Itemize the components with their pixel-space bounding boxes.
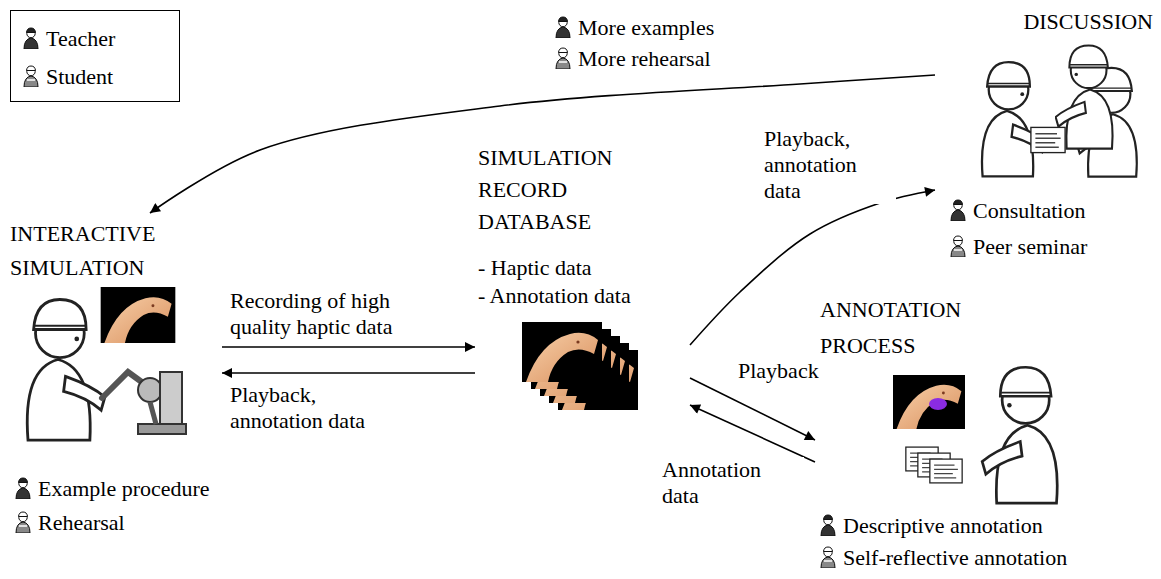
record-stack xyxy=(522,322,638,410)
legend-item: Student xyxy=(23,63,113,91)
text: ANNOTATION PROCESS xyxy=(820,297,961,358)
station-heading: ANNOTATION PROCESS xyxy=(820,292,1030,364)
student-icon xyxy=(555,47,571,69)
text: - Annotation data xyxy=(478,283,631,308)
edge-label: Annotation data xyxy=(660,457,804,509)
station-heading: SIMULATION RECORD DATABASE xyxy=(478,142,683,238)
feedback-note: More examples xyxy=(555,14,714,42)
teacher-icon xyxy=(23,27,39,49)
station-heading: INTERACTIVE SIMULATION xyxy=(10,217,220,285)
text: Self-reflective annotation xyxy=(843,545,1067,570)
data-item: - Annotation data xyxy=(478,282,631,310)
feedback-note: More rehearsal xyxy=(555,45,711,73)
legend-item: Teacher xyxy=(23,25,115,53)
data-item: - Haptic data xyxy=(478,254,592,282)
annotation-figure xyxy=(893,367,1057,503)
role-activity: Descriptive annotation xyxy=(820,512,1043,540)
simulation-figure xyxy=(27,287,186,440)
text: Rehearsal xyxy=(38,510,125,535)
role-activity: Example procedure xyxy=(15,475,210,503)
text: Teacher xyxy=(46,26,115,51)
text: Peer seminar xyxy=(973,234,1087,259)
text: - Haptic data xyxy=(478,255,592,280)
station-group: INTERACTIVE SIMULATION Example procedureR… xyxy=(5,213,222,539)
teacher-icon xyxy=(555,16,571,38)
text: Example procedure xyxy=(38,476,210,501)
station-group: SIMULATION RECORD DATABASE - Haptic data -… xyxy=(475,140,690,420)
edge-label: Playback, annotation data xyxy=(228,382,407,434)
role-activity: Peer seminar xyxy=(950,233,1087,261)
teacher-icon xyxy=(950,199,966,221)
role-activity: Self-reflective annotation xyxy=(820,544,1067,572)
text: Descriptive annotation xyxy=(843,513,1043,538)
edge-label: Playback xyxy=(736,358,850,384)
flow-arrow xyxy=(690,378,815,440)
role-activity: Rehearsal xyxy=(15,509,125,537)
edge-label: Playback, annotation data xyxy=(762,126,896,204)
text: More examples xyxy=(578,15,714,40)
station-group: DISCUSSION ConsultationPeer seminar xyxy=(935,5,1157,267)
text: SIMULATION RECORD DATABASE xyxy=(478,145,612,234)
student-icon xyxy=(950,235,966,257)
text: DISCUSSION xyxy=(1023,9,1153,34)
student-icon xyxy=(15,511,31,533)
text: More rehearsal xyxy=(578,46,711,71)
text: Student xyxy=(46,64,113,89)
station-group: ANNOTATION PROCESS Descriptive annotation… xyxy=(815,290,1158,574)
legend-box: TeacherStudent xyxy=(10,10,180,102)
edge-label: Recording of high quality haptic data xyxy=(228,288,457,340)
flow-arrow xyxy=(690,405,815,462)
teacher-icon xyxy=(820,514,836,536)
text: Consultation xyxy=(973,198,1085,223)
station-heading: DISCUSSION xyxy=(1023,7,1153,37)
discussion-figure xyxy=(982,46,1137,177)
flow-arrow xyxy=(222,372,475,374)
role-activity: Consultation xyxy=(950,197,1085,225)
text: INTERACTIVE SIMULATION xyxy=(10,221,155,280)
student-icon xyxy=(23,65,39,87)
student-icon xyxy=(820,546,836,568)
flow-arrow xyxy=(222,346,475,348)
teacher-icon xyxy=(15,477,31,499)
